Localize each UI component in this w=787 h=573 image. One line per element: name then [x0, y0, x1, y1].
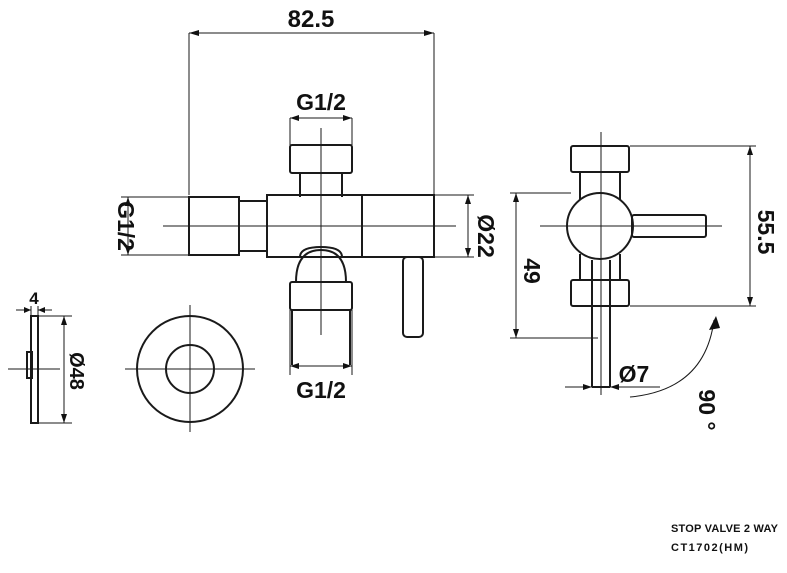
flange-thickness-label: 4 [29, 289, 39, 308]
rotation-label: 90 ° [694, 389, 720, 430]
side-height-label: 55.5 [753, 210, 779, 255]
left-thread-label: G1/2 [113, 201, 139, 251]
side-view: 55.5 49 Ø7 90 ° [510, 132, 779, 431]
flange-diameter-label: Ø48 [65, 352, 87, 390]
body-diameter-label: Ø22 [473, 214, 499, 257]
handle-diameter-label: Ø7 [619, 361, 650, 387]
side-inner-height-label: 49 [519, 258, 545, 284]
flange-side-view: 4 Ø48 [8, 289, 87, 424]
product-title: STOP VALVE 2 WAY [671, 523, 779, 535]
flange-front-view [125, 305, 255, 432]
overall-width-label: 82.5 [288, 6, 335, 33]
top-thread-label: G1/2 [296, 89, 346, 115]
product-model: CT1702(HM) [671, 542, 750, 554]
front-view: 82.5 G1/2 G1/2 Ø22 [113, 6, 499, 403]
bottom-thread-label: G1/2 [296, 377, 346, 403]
